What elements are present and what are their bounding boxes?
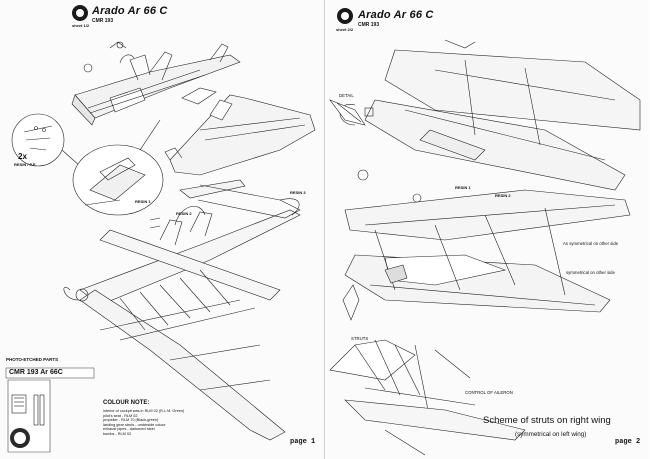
seat-callout [72, 119, 164, 216]
colour-note-line: interior of cockpit was in RLM 02 (R.L.M… [103, 409, 185, 413]
quantity-label: 2x [18, 152, 27, 161]
brand-logo [72, 5, 88, 21]
kit-code: CMR 193 [358, 22, 380, 28]
part-label: RESIN 2 [495, 193, 511, 198]
colour-note-line: propeller - RLM 70 (Black-green) [103, 418, 159, 423]
instruction-page-2: Arado Ar 66 C CMR 193 sheet 2/2 DETAIL R… [325, 0, 649, 459]
page-number: page 1 [290, 438, 316, 446]
fuselage-assembly-drawing [5, 41, 316, 453]
kit-code: CMR 193 [92, 18, 114, 24]
colour-note-title: COLOUR NOTE: [103, 400, 150, 406]
upper-biplane-view [339, 39, 641, 191]
lower-biplane-view [342, 169, 631, 321]
colour-note-list: interior of cockpit was in RLM 02 (R.L.M… [103, 409, 184, 437]
detail-inset [329, 99, 366, 126]
scheme-title: Scheme of struts on right wing [483, 415, 611, 426]
aircraft-planform [63, 179, 301, 441]
photo-etched-parts-graphic [5, 367, 95, 453]
sheet-note: sheet 2/2 [336, 27, 354, 32]
quantity-note: RESIN / P.E. [14, 162, 37, 167]
photo-etched-code: CMR 193 Ar 66C [9, 369, 63, 376]
kit-title: Arado Ar 66 C [358, 9, 434, 21]
aileron-control-label: CONTROL OF AILERON [465, 390, 513, 395]
brand-logo [337, 8, 353, 24]
colour-note-line: pilot's seat - RLM 02 [103, 413, 138, 418]
struts-scheme-view [329, 339, 526, 456]
scheme-subtitle: (symmetrical on left wing) [515, 431, 587, 438]
fuselage-half [164, 87, 316, 176]
part-label: RESIN 2 [176, 211, 192, 216]
part-label: RESIN 1 [455, 185, 471, 190]
sheet-note: sheet 1/2 [72, 23, 90, 28]
symmetry-note: As symmetrical on other side [563, 241, 619, 246]
wing-struts-drawing [329, 39, 641, 456]
instruction-page-1: Arado Ar 66 C CMR 193 sheet 1/2 2x RESIN… [5, 0, 325, 459]
photo-etched-title: PHOTO-ETCHED PARTS [6, 357, 59, 362]
colour-note-line: bombs - RLM 02 [103, 431, 132, 436]
kit-title: Arado Ar 66 C [92, 5, 168, 17]
detail-callout [11, 113, 91, 176]
part-label: RESIN 1 [135, 199, 151, 204]
symmetry-note: symmetrical on other side [566, 270, 615, 275]
struts-label: STRUTS [351, 336, 369, 341]
colour-note-line: exhaust pipes - darkened steel [103, 427, 155, 432]
colour-note-line: landing gear struts - underside colour [103, 422, 166, 427]
page-number: page 2 [615, 438, 641, 446]
detail-label: DETAIL [339, 93, 354, 98]
part-label: RESIN 3 [290, 190, 306, 195]
cockpit-assembly [71, 41, 241, 126]
